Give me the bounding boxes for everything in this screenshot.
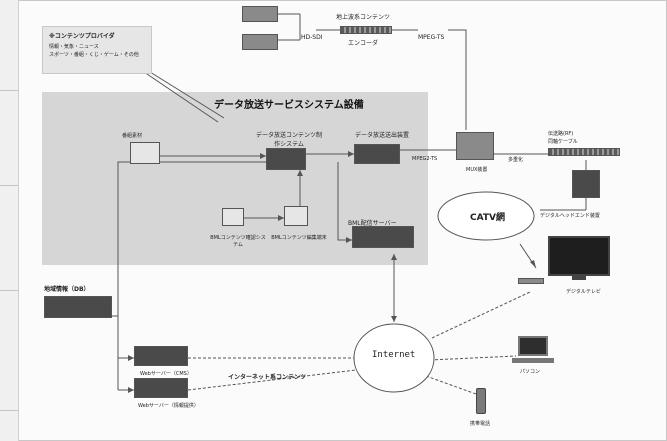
web-server-info-label: Webサーバー（情報提供） <box>138 403 199 409</box>
trunk-label-1: 伝送路(RF) <box>548 131 574 137</box>
content-provider-line-1: 情報・気象・ニュース <box>49 44 99 50</box>
system-title: データ放送サービスシステム設備 <box>214 100 364 111</box>
terrestrial-source-device-1 <box>242 6 278 22</box>
terrestrial-source-device-2 <box>242 34 278 50</box>
local-info-label: 地域情報（DB） <box>44 286 90 293</box>
source-material-label: 番組素材 <box>122 133 143 139</box>
digital-tv-label: デジタルテレビ <box>566 289 601 295</box>
trunk-line-device <box>548 148 620 156</box>
terrestrial-content-label: 地上波系コンテンツ <box>336 14 391 21</box>
pc-keyboard <box>512 358 554 363</box>
digital-tv-stand <box>572 276 586 280</box>
mpeg2-ts-label: MPEG2-TS <box>412 156 438 162</box>
digital-tv-screen <box>548 236 610 276</box>
web-server-cms-device <box>134 346 188 366</box>
bml-edit-label: BMLコンテンツ編集端末 <box>271 235 327 241</box>
content-provider-title: ※コンテンツプロバイダ <box>49 33 115 40</box>
web-server-cms-label: Webサーバー（CMS） <box>140 371 192 377</box>
bml-check-device <box>222 208 244 226</box>
pc-label: パソコン <box>520 369 541 375</box>
left-gutter <box>0 0 19 441</box>
encoder-device <box>340 26 392 34</box>
authoring-system-label: データ放送コンテンツ制作システム <box>255 132 322 148</box>
source-material-device <box>130 142 160 164</box>
local-info-db-device <box>44 296 112 318</box>
content-provider-line-2: スポーツ・番組・くじ・ゲーム・その他 <box>49 52 139 58</box>
headend-label: デジタルヘッドエンド装置 <box>540 213 600 219</box>
mux-label: MUX装置 <box>466 167 488 173</box>
catv-label: CATV網 <box>470 213 505 223</box>
trunk-label-2: 同軸ケーブル <box>548 139 578 145</box>
bml-edit-device <box>284 206 308 226</box>
internet-label: Internet <box>372 350 416 360</box>
mpeg-ts-label: MPEG-TS <box>418 34 445 41</box>
internet-content-label: インターネット系コンテンツ <box>228 374 307 381</box>
hdsdi-label: HD-SDI <box>301 34 323 41</box>
encoder-label: エンコーダ <box>348 40 379 47</box>
mux-device <box>456 132 494 160</box>
headend-device <box>572 170 600 198</box>
bml-server-device <box>352 226 414 248</box>
multiplex-label: 多重化 <box>508 157 524 163</box>
authoring-system-device <box>266 148 306 170</box>
mobile-phone-device <box>476 388 486 414</box>
mobile-phone-label: 携帯電話 <box>470 421 491 427</box>
pc-monitor <box>518 336 548 356</box>
content-provider-note: ※コンテンツプロバイダ 情報・気象・ニュース スポーツ・番組・くじ・ゲーム・その… <box>42 26 152 74</box>
bml-server-label: BML配信サーバー <box>348 220 397 227</box>
web-server-info-device <box>134 378 188 398</box>
broadcast-sender-device <box>354 144 400 164</box>
bml-check-label: BMLコンテンツ確認システム <box>210 235 266 248</box>
set-top-box <box>518 278 544 284</box>
broadcast-sender-label: データ放送送出装置 <box>354 132 409 139</box>
